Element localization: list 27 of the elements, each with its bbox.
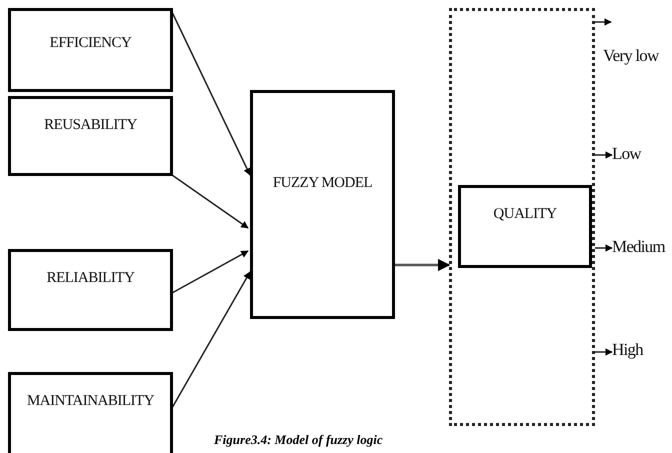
arrow xyxy=(595,348,613,356)
process-box xyxy=(8,372,173,453)
arrow xyxy=(171,12,251,176)
arrow xyxy=(172,250,249,294)
process-box xyxy=(8,249,173,331)
process-box xyxy=(8,96,173,176)
process-box xyxy=(458,185,592,268)
box-label: EFFICIENCY xyxy=(48,35,132,52)
process-box xyxy=(250,90,395,319)
output-label: Medium xyxy=(612,237,666,257)
process-box xyxy=(8,8,173,92)
dotted-frame xyxy=(449,8,595,426)
arrow xyxy=(595,18,612,26)
output-label: Very low xyxy=(603,46,660,66)
box-label: RELIABILITY xyxy=(46,270,136,287)
box-label: FUZZY MODEL xyxy=(272,175,374,192)
arrow xyxy=(595,151,613,159)
box-label: QUALITY xyxy=(492,206,558,223)
arrow xyxy=(595,244,613,252)
output-label: Low xyxy=(612,144,642,164)
arrow xyxy=(171,271,251,408)
box-label: MAINTAINABILITY xyxy=(26,393,156,410)
arrow xyxy=(395,258,450,272)
figure-caption: Figure3.4: Model of fuzzy logic xyxy=(214,432,383,448)
output-label: High xyxy=(612,340,644,360)
arrow xyxy=(172,174,249,229)
box-label: REUSABILITY xyxy=(43,117,138,134)
